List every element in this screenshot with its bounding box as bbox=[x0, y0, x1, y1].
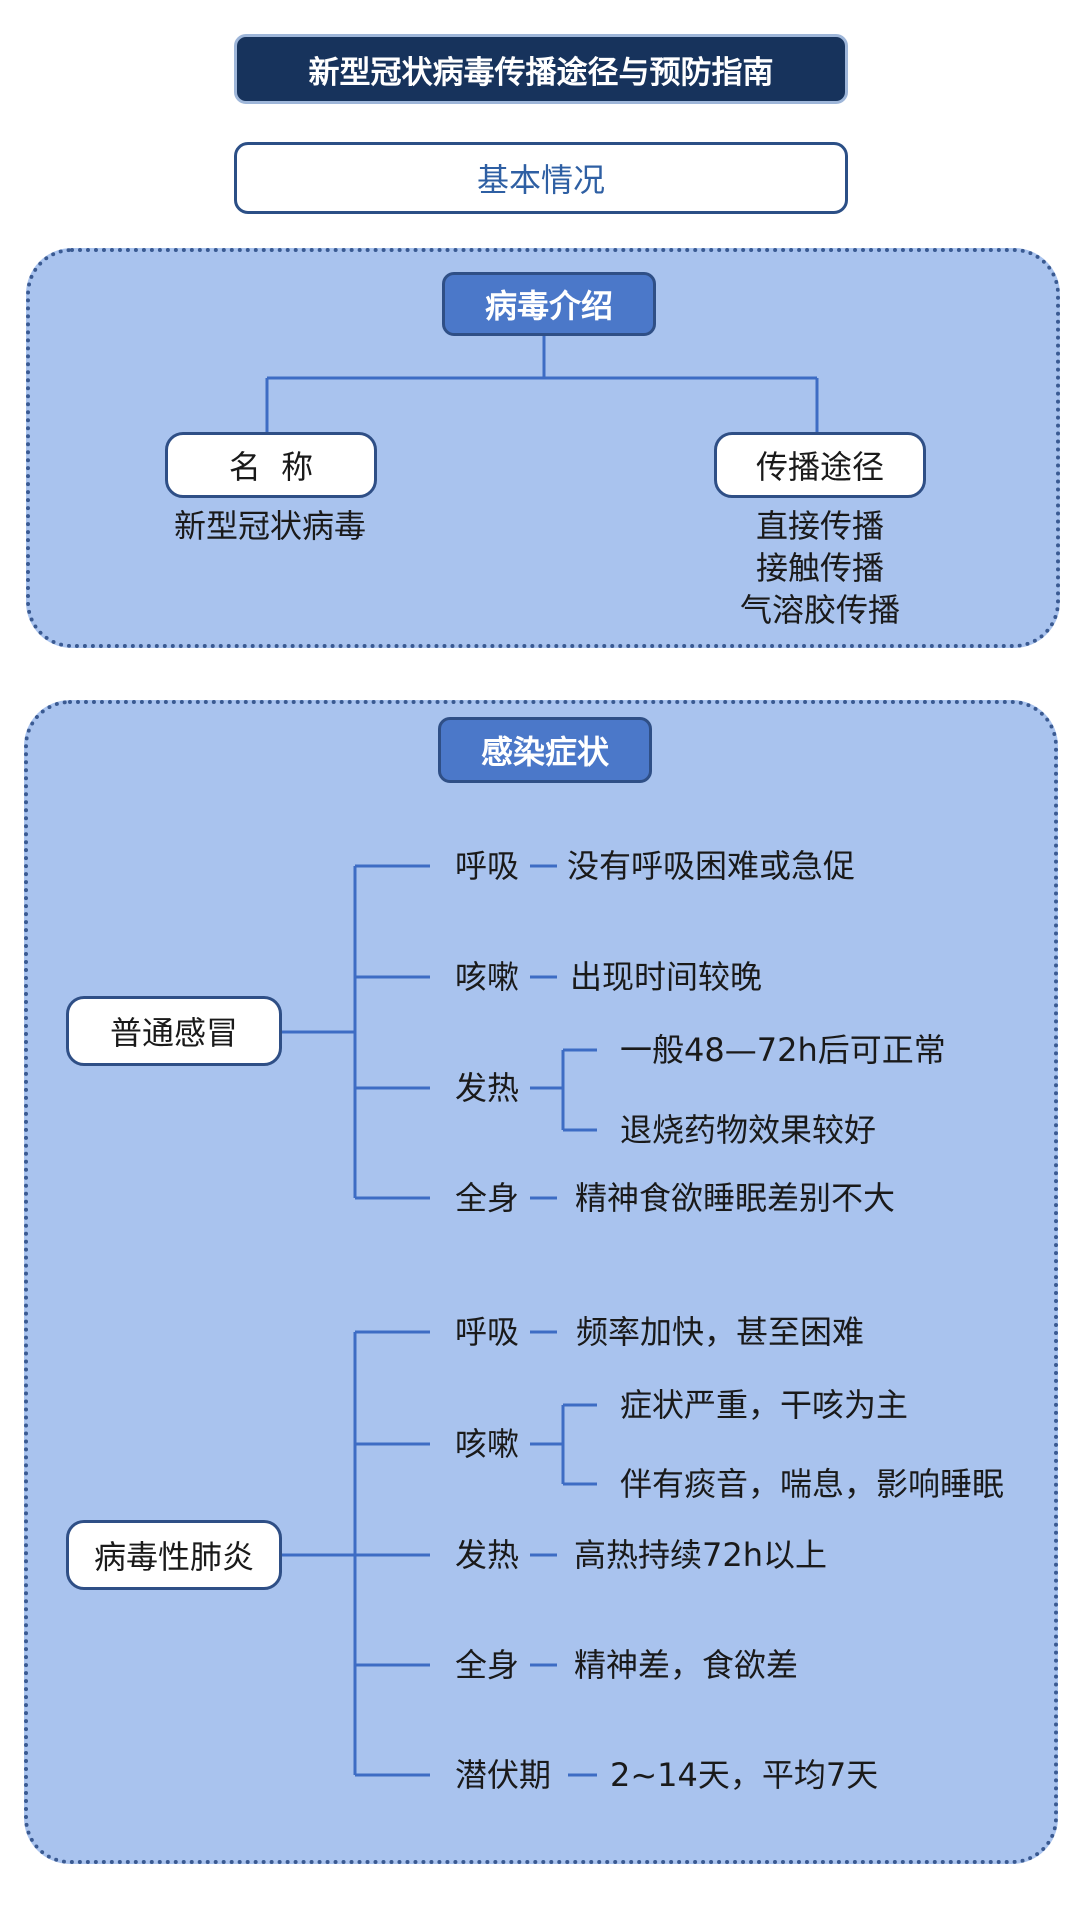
pneumonia-incubation-value: 2~14天，平均7天 bbox=[610, 1756, 879, 1794]
symptoms-header: 感染症状 bbox=[438, 717, 652, 783]
pneumonia-incubation-key: 潜伏期 bbox=[455, 1756, 552, 1794]
route-aerosol: 气溶胶传播 bbox=[739, 591, 900, 629]
cold-breathing-value: 没有呼吸困难或急促 bbox=[567, 847, 856, 885]
common-cold-node: 普通感冒 bbox=[66, 996, 282, 1066]
virus-name-node: 名 称 bbox=[165, 432, 377, 498]
route-contact: 接触传播 bbox=[755, 549, 884, 587]
viral-pneumonia-node: 病毒性肺炎 bbox=[66, 1520, 282, 1590]
cold-cough-key: 咳嗽 bbox=[455, 958, 520, 996]
cold-general-key: 全身 bbox=[455, 1179, 520, 1217]
route-direct: 直接传播 bbox=[755, 507, 884, 545]
pneumonia-general-value: 精神差，食欲差 bbox=[574, 1646, 799, 1684]
pneumonia-general-key: 全身 bbox=[455, 1646, 520, 1684]
pneumonia-cough-value-2: 伴有痰音，喘息，影响睡眠 bbox=[620, 1465, 1005, 1503]
pneumonia-fever-key: 发热 bbox=[455, 1536, 520, 1574]
pneumonia-fever-value: 高热持续72h以上 bbox=[574, 1536, 828, 1574]
cold-general-value: 精神食欲睡眠差别不大 bbox=[575, 1179, 896, 1217]
virus-name-label: 名 称 bbox=[228, 448, 314, 486]
virus-intro-header: 病毒介绍 bbox=[442, 272, 656, 336]
cold-cough-value: 出现时间较晚 bbox=[570, 958, 763, 996]
cold-fever-key: 发热 bbox=[455, 1069, 520, 1107]
transmission-route-node: 传播途径 bbox=[714, 432, 926, 498]
page-title: 新型冠状病毒传播途径与预防指南 bbox=[234, 34, 848, 104]
pneumonia-cough-key: 咳嗽 bbox=[455, 1425, 520, 1463]
virus-name-value: 新型冠状病毒 bbox=[173, 507, 366, 545]
cold-fever-value-2: 退烧药物效果较好 bbox=[620, 1111, 877, 1149]
pneumonia-cough-value-1: 症状严重，干咳为主 bbox=[620, 1386, 909, 1424]
cold-breathing-key: 呼吸 bbox=[455, 847, 520, 885]
pneumonia-breathing-key: 呼吸 bbox=[455, 1313, 520, 1351]
section-subtitle: 基本情况 bbox=[234, 142, 848, 214]
pneumonia-breathing-value: 频率加快，甚至困难 bbox=[576, 1313, 865, 1351]
cold-fever-value-1: 一般48—72h后可正常 bbox=[620, 1031, 946, 1069]
